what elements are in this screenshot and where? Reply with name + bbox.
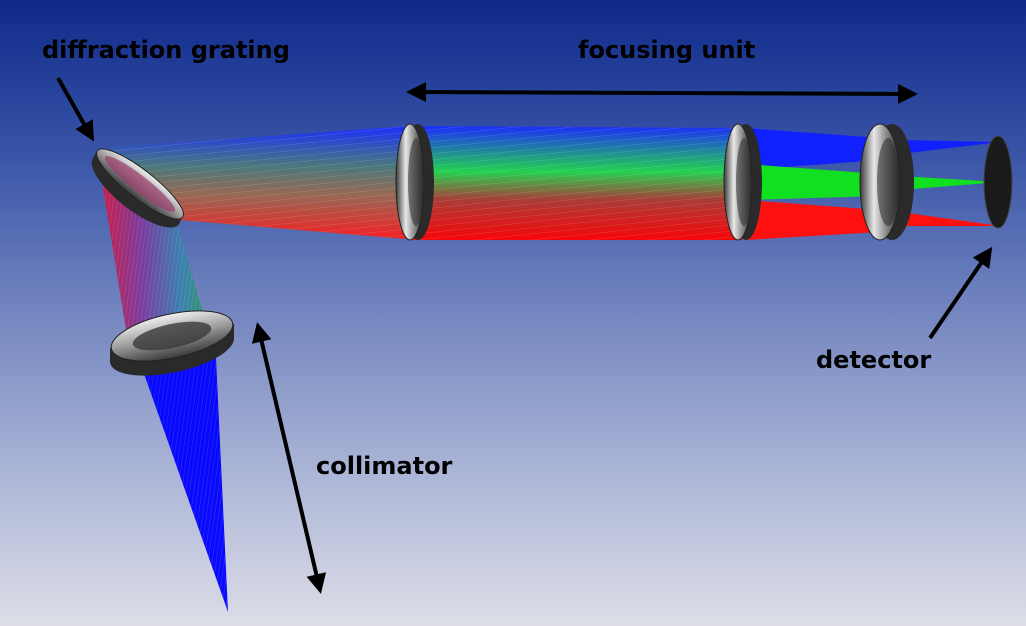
focusing-lens-2	[723, 123, 762, 241]
collimator-span-arrow	[251, 322, 327, 594]
grating-pointer-arrow	[56, 77, 94, 142]
detector-pointer-arrow	[928, 246, 993, 340]
collimated-beam	[100, 170, 208, 342]
detector-disc	[983, 135, 1013, 229]
focusing-unit-label: focusing unit	[578, 36, 756, 64]
detector-rays	[900, 140, 1000, 226]
focusing-unit-span-arrow	[406, 82, 918, 104]
diffraction-grating	[91, 148, 184, 228]
collimator-lens	[110, 310, 235, 376]
color-bundles	[746, 128, 880, 240]
collimator-label: collimator	[316, 452, 453, 480]
diffraction-grating-label: diffraction grating	[42, 36, 290, 64]
detector-label: detector	[816, 346, 932, 374]
input-cone	[142, 358, 228, 612]
focusing-lens-1	[395, 123, 434, 241]
focusing-lens-3	[859, 123, 914, 241]
focusing-beam	[414, 126, 742, 240]
